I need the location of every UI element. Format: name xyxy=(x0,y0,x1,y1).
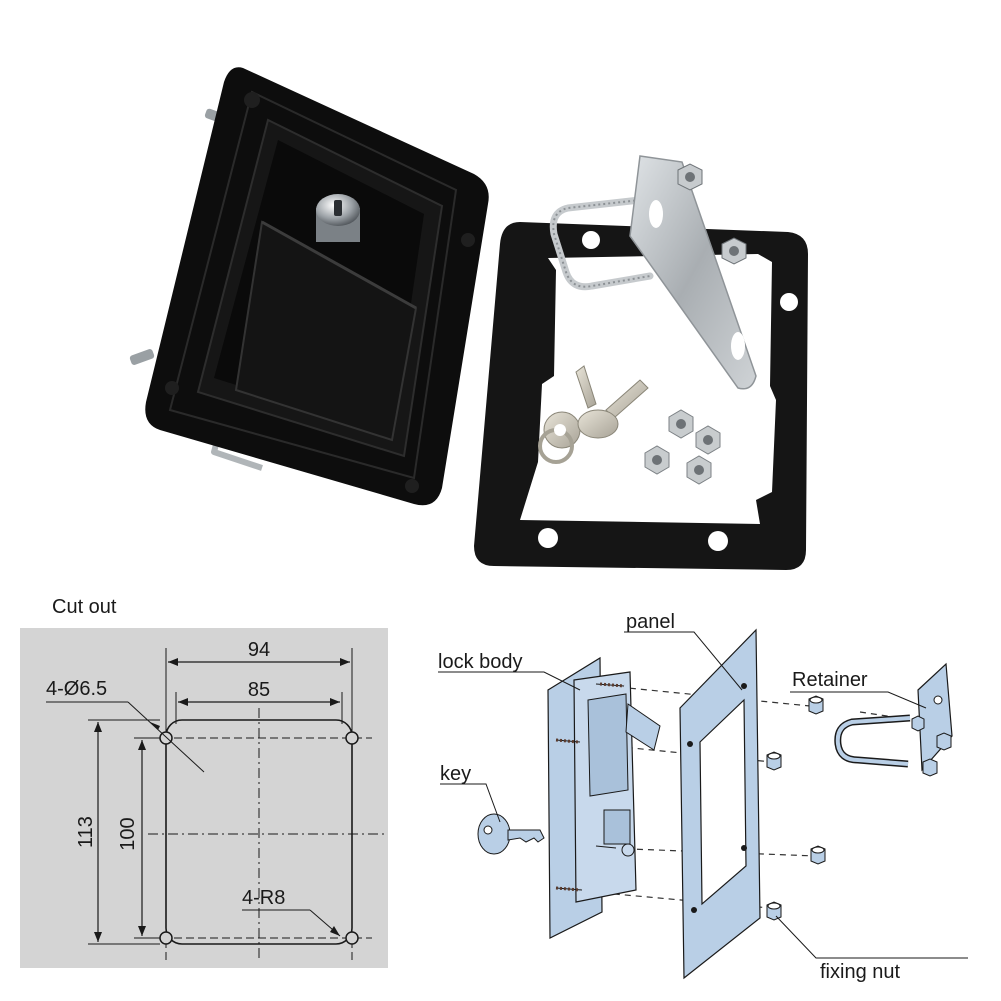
dim-inner-width: 85 xyxy=(248,679,270,701)
nuts-photo xyxy=(644,409,721,485)
hole-spec-label: 4-Ø6.5 xyxy=(46,678,107,700)
mounting-hole xyxy=(345,731,359,745)
lock-photo xyxy=(129,67,489,506)
gasket-photo xyxy=(474,222,808,570)
label-panel: panel xyxy=(626,611,675,633)
exploded-diagram: panel lock body Retainer key fixing nut xyxy=(438,611,968,983)
dim-inner-height: 100 xyxy=(117,817,139,850)
corner-radius-label: 4-R8 xyxy=(242,887,285,909)
retainer-part xyxy=(834,662,953,777)
dim-outer-height: 113 xyxy=(75,816,97,848)
keys-photo xyxy=(538,365,649,464)
cutout-title: Cut out xyxy=(52,596,117,618)
key-part xyxy=(477,813,545,855)
fixing-nut-part xyxy=(766,695,826,921)
label-key: key xyxy=(440,763,471,785)
cutout-drawing: Cut out 94 85 4-Ø6.5 xyxy=(20,596,388,968)
mounting-hole xyxy=(345,931,359,945)
dim-outer-width: 94 xyxy=(248,639,270,661)
label-fixing-nut: fixing nut xyxy=(820,961,900,983)
retainer-photo xyxy=(549,155,757,390)
label-lock-body: lock body xyxy=(438,651,523,673)
label-retainer: Retainer xyxy=(792,669,868,691)
mounting-hole xyxy=(159,931,173,945)
